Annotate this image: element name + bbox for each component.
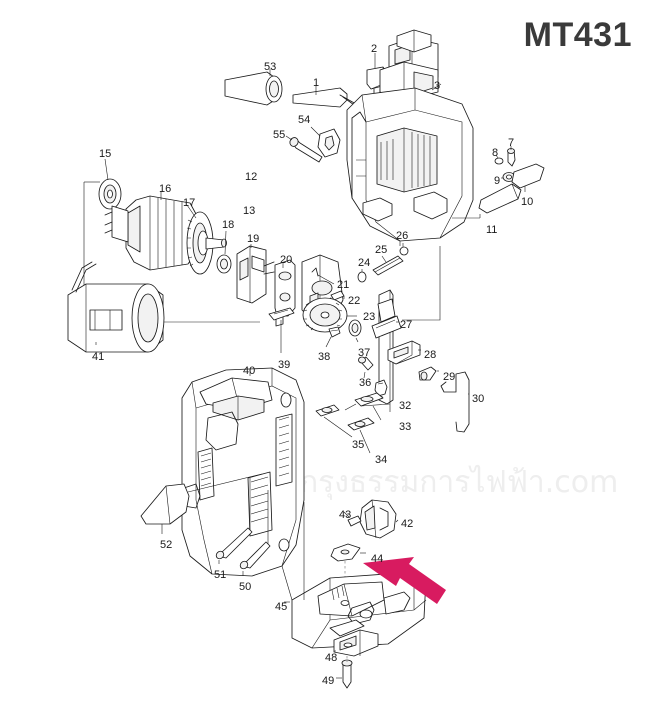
part-callout-35: 35 <box>352 439 365 451</box>
part-callout-12: 12 <box>245 171 258 183</box>
part-callout-17: 17 <box>183 197 196 209</box>
part-37-bushing <box>348 319 362 343</box>
part-callout-27: 27 <box>400 319 413 331</box>
part-callout-11: 11 <box>486 224 498 236</box>
part-callout-55: 55 <box>273 129 286 141</box>
part-callout-30: 30 <box>472 393 485 405</box>
part-33-plate <box>354 392 384 421</box>
part-callout-52: 52 <box>160 539 173 551</box>
part-45-base-plate <box>284 571 427 649</box>
part-callout-45: 45 <box>275 601 288 613</box>
part-callout-28: 28 <box>424 349 437 361</box>
part-8-washer <box>494 154 504 165</box>
part-callout-24: 24 <box>358 257 371 269</box>
part-19-crank-housing <box>236 244 275 304</box>
part-26-ring <box>399 243 409 256</box>
part-callout-13: 13 <box>243 205 256 217</box>
part-callout-16: 16 <box>159 183 172 195</box>
part-18-bearing <box>216 230 232 274</box>
part-54-collar <box>310 126 341 158</box>
page-title: MT431 <box>523 16 632 54</box>
part-43-pin <box>343 511 362 527</box>
part-callout-1: 1 <box>313 77 320 89</box>
part-callout-37: 37 <box>358 347 371 359</box>
part-35-plate <box>315 404 353 438</box>
part-23-gear <box>302 297 357 333</box>
part-callout-3: 3 <box>434 80 441 92</box>
part-callout-8: 8 <box>492 147 499 159</box>
part-callout-43: 43 <box>339 509 352 521</box>
part-callout-36: 36 <box>359 377 372 389</box>
part-callout-51: 51 <box>214 569 227 581</box>
part-callout-44: 44 <box>371 553 384 565</box>
part-callout-33: 33 <box>399 421 412 433</box>
site-watermark: กรุงธรรมการไฟฟ้า.com <box>300 465 619 500</box>
part-callout-9: 9 <box>494 175 501 187</box>
part-15-bearing <box>98 158 122 210</box>
part-callout-23: 23 <box>363 311 376 323</box>
part-callout-49: 49 <box>322 675 335 687</box>
part-callout-50: 50 <box>239 581 252 593</box>
part-callout-18: 18 <box>222 219 235 231</box>
right-housing-shell <box>346 87 474 246</box>
part-1-shaft <box>292 86 358 108</box>
part-30-wire-guide <box>440 371 470 433</box>
part-29-roller <box>418 366 439 381</box>
part-callout-29: 29 <box>443 371 456 383</box>
part-41-stator <box>67 261 165 353</box>
part-callout-39: 39 <box>278 359 291 371</box>
part-48-shoe <box>333 629 379 657</box>
part-40-housing <box>181 367 305 577</box>
part-34-plate <box>347 417 375 454</box>
part-7-screw <box>507 146 516 167</box>
part-callout-42: 42 <box>401 518 414 530</box>
part-38-clip <box>325 326 341 348</box>
part-16-armature <box>104 191 197 271</box>
part-39-plate <box>268 307 295 353</box>
part-27-plunger-rod <box>371 289 402 405</box>
part-51-screw <box>215 527 253 564</box>
part-55-screw <box>285 135 323 163</box>
part-callout-38: 38 <box>318 351 331 363</box>
part-17-fan-commutator <box>186 204 227 275</box>
part-callout-25: 25 <box>375 244 388 256</box>
part-callout-7: 7 <box>508 137 515 149</box>
part-callout-20: 20 <box>280 254 293 266</box>
part-callout-54: 54 <box>298 114 311 126</box>
part-24-washer <box>357 269 367 283</box>
part-25-pin <box>372 255 404 276</box>
highlight-arrow <box>363 557 446 604</box>
part-52-cover <box>140 483 190 534</box>
part-callout-41: 41 <box>92 351 105 363</box>
part-36-screw <box>358 356 374 379</box>
part-32-collar <box>374 379 388 399</box>
part-42-roller-guide <box>359 499 399 539</box>
part-28-block <box>387 340 421 365</box>
part-callout-21: 21 <box>337 279 350 291</box>
part-callout-2: 2 <box>371 43 378 55</box>
part-49-screw <box>336 659 353 689</box>
part-50-screw <box>239 541 271 576</box>
part-10-lever <box>478 163 545 214</box>
part-callout-22: 22 <box>348 295 361 307</box>
part-callout-19: 19 <box>247 233 260 245</box>
part-callout-53: 53 <box>264 61 277 73</box>
part-22-pin <box>330 290 345 301</box>
part-callout-32: 32 <box>399 400 412 412</box>
part-callout-34: 34 <box>375 454 388 466</box>
part-44-plate <box>330 543 366 600</box>
part-callout-15: 15 <box>99 148 112 160</box>
part-callout-10: 10 <box>521 196 534 208</box>
part-callout-40: 40 <box>243 365 256 377</box>
part-11-leader <box>452 214 481 219</box>
part-callout-26: 26 <box>396 230 409 242</box>
part-53-roller <box>224 69 283 106</box>
part-callout-48: 48 <box>325 652 338 664</box>
